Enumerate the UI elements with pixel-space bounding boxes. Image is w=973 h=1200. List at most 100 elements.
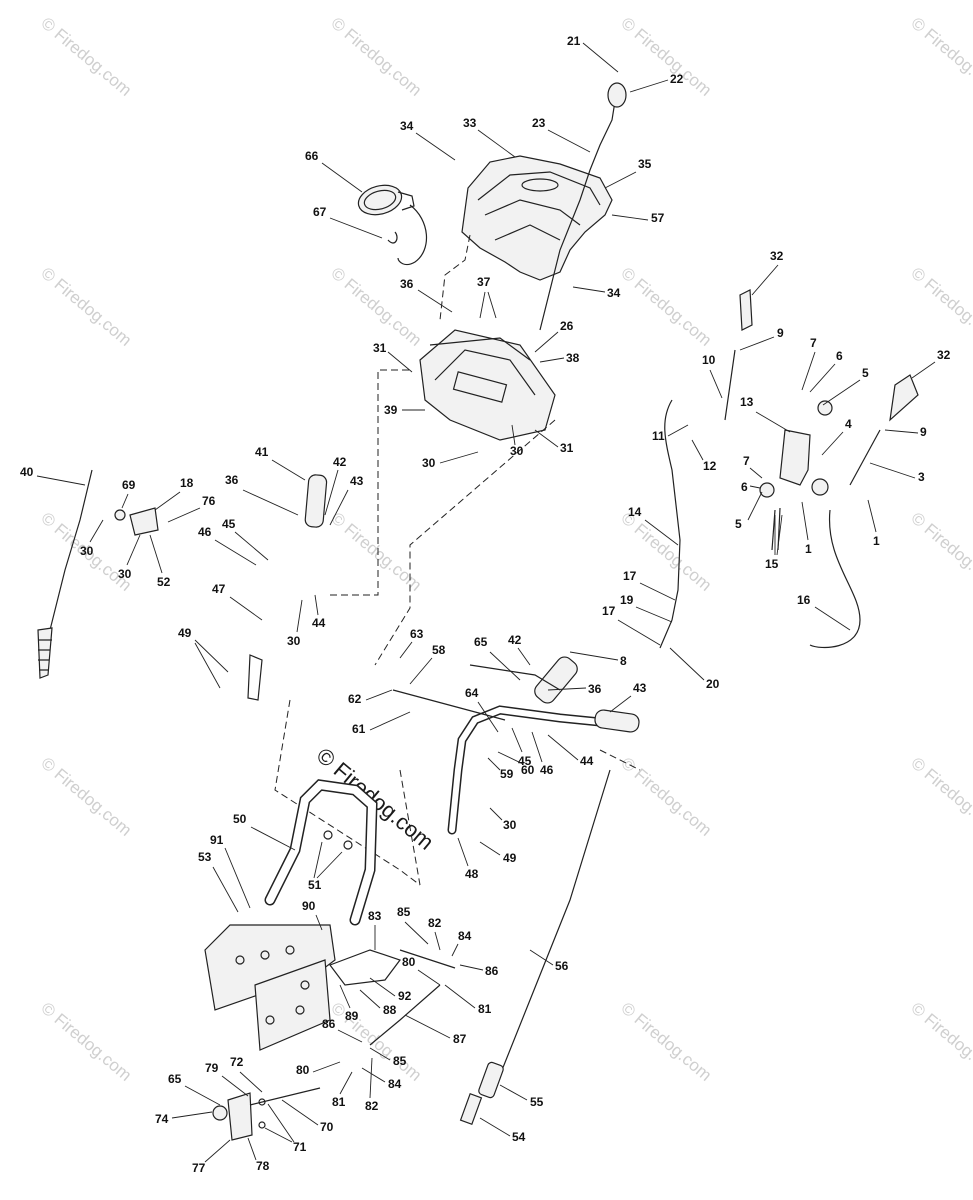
control-bracket bbox=[419, 329, 556, 441]
part-callout-label: 59 bbox=[500, 767, 514, 781]
part-callout-label: 71 bbox=[293, 1140, 307, 1154]
part-callout-label: 92 bbox=[398, 989, 412, 1003]
part-callout-label: 30 bbox=[80, 544, 94, 558]
part-callout-label: 64 bbox=[465, 686, 479, 700]
callout-leader bbox=[369, 711, 411, 731]
callout-leader bbox=[529, 949, 554, 966]
part-callout-label: 11 bbox=[652, 429, 665, 443]
part-callout-label: 26 bbox=[560, 319, 574, 333]
callout-leader bbox=[329, 217, 383, 239]
callout-leader bbox=[477, 701, 499, 733]
part-callout-label: 18 bbox=[180, 476, 194, 490]
callout-leader bbox=[884, 429, 919, 434]
control-rod-icon bbox=[499, 769, 611, 1076]
callout-leader bbox=[801, 351, 816, 391]
part-callout-label: 30 bbox=[287, 634, 301, 648]
callout-leader bbox=[822, 379, 861, 406]
part-callout-label: 70 bbox=[320, 1120, 334, 1134]
callout-leader bbox=[639, 582, 676, 601]
callout-leader bbox=[229, 596, 263, 621]
callout-leader bbox=[194, 642, 221, 689]
callout-leader bbox=[242, 489, 299, 516]
callout-leader bbox=[369, 1047, 391, 1061]
part-callout-label: 85 bbox=[393, 1054, 407, 1068]
part-callout-label: 20 bbox=[706, 677, 720, 691]
part-callout-label: 6 bbox=[836, 349, 843, 363]
part-callout-label: 55 bbox=[530, 1095, 544, 1109]
callout-leader bbox=[451, 943, 459, 957]
part-callout-label: 15 bbox=[765, 557, 779, 571]
callout-leader bbox=[635, 606, 673, 623]
callout-leader bbox=[809, 363, 836, 393]
callout-leader bbox=[444, 984, 476, 1009]
callout-leader bbox=[867, 499, 877, 533]
part-callout-label: 42 bbox=[333, 455, 347, 469]
callout-leader bbox=[604, 171, 637, 189]
callout-leader bbox=[212, 866, 239, 913]
callout-leader bbox=[572, 286, 606, 293]
callout-leader bbox=[149, 534, 163, 574]
callout-layer: 21 22 23 34 33 66 67 35 57 34 36 37 26 3… bbox=[20, 34, 951, 1175]
callout-leader bbox=[247, 1137, 257, 1161]
dashed-guide bbox=[274, 699, 421, 886]
callout-leader bbox=[321, 162, 363, 193]
callout-leader bbox=[369, 977, 396, 997]
callout-leader bbox=[221, 1075, 249, 1097]
part-callout-label: 19 bbox=[620, 593, 634, 607]
callout-leader bbox=[224, 847, 251, 909]
part-callout-label: 91 bbox=[210, 833, 224, 847]
part-callout-label: 49 bbox=[178, 626, 192, 640]
part-callout-label: 50 bbox=[233, 812, 247, 826]
callout-leader bbox=[337, 1029, 363, 1043]
part-callout-label: 43 bbox=[350, 474, 364, 488]
part-callout-label: 72 bbox=[230, 1055, 244, 1069]
part-callout-label: 10 bbox=[702, 353, 716, 367]
part-callout-label: 66 bbox=[305, 149, 319, 163]
part-callout-label: 31 bbox=[373, 341, 387, 355]
wire-harness bbox=[387, 231, 398, 244]
callout-leader bbox=[324, 469, 339, 516]
rod-end bbox=[459, 1093, 483, 1125]
part-callout-label: 35 bbox=[638, 157, 652, 171]
part-callout-label: 46 bbox=[198, 525, 212, 539]
part-callout-label: 81 bbox=[332, 1095, 346, 1109]
callout-leader bbox=[214, 539, 257, 566]
part-callout-label: 57 bbox=[651, 211, 665, 225]
part-callout-label: 46 bbox=[540, 763, 554, 777]
callout-leader bbox=[511, 424, 516, 446]
handle-icon bbox=[447, 656, 640, 835]
callout-leader bbox=[477, 129, 516, 158]
callout-leader bbox=[313, 841, 323, 879]
callout-leader bbox=[250, 826, 296, 851]
part-callout-label: 58 bbox=[432, 643, 446, 657]
watermark-text: © Firedog.com bbox=[617, 264, 715, 350]
callout-leader bbox=[489, 807, 503, 821]
part-callout-label: 80 bbox=[296, 1063, 310, 1077]
watermark-text: © Firedog.com bbox=[617, 14, 715, 100]
part-callout-label: 86 bbox=[485, 964, 499, 978]
linkage-bracket bbox=[329, 949, 401, 986]
part-callout-label: 41 bbox=[255, 445, 269, 459]
callout-leader bbox=[749, 467, 763, 479]
part-callout-label: 49 bbox=[503, 851, 517, 865]
callout-leader bbox=[239, 1071, 263, 1093]
dashed-guide bbox=[599, 749, 641, 771]
part-callout-label: 4 bbox=[845, 417, 852, 431]
control-rod-icon bbox=[392, 689, 506, 721]
part-callout-label: 30 bbox=[503, 818, 517, 832]
part-callout-label: 7 bbox=[743, 454, 750, 468]
control-rod-icon bbox=[369, 984, 441, 1046]
callout-leader bbox=[489, 651, 521, 681]
headlight-icon bbox=[357, 184, 428, 266]
lever bbox=[889, 374, 919, 422]
callout-leader bbox=[459, 964, 484, 971]
callout-leader bbox=[339, 984, 351, 1009]
part-callout-label: 1 bbox=[873, 534, 880, 548]
part-callout-label: 37 bbox=[477, 275, 491, 289]
part-callout-label: 45 bbox=[222, 517, 236, 531]
part-callout-label: 65 bbox=[474, 635, 488, 649]
part-callout-label: 61 bbox=[352, 722, 366, 736]
callout-leader bbox=[281, 1099, 319, 1126]
part-callout-label: 12 bbox=[703, 459, 717, 473]
